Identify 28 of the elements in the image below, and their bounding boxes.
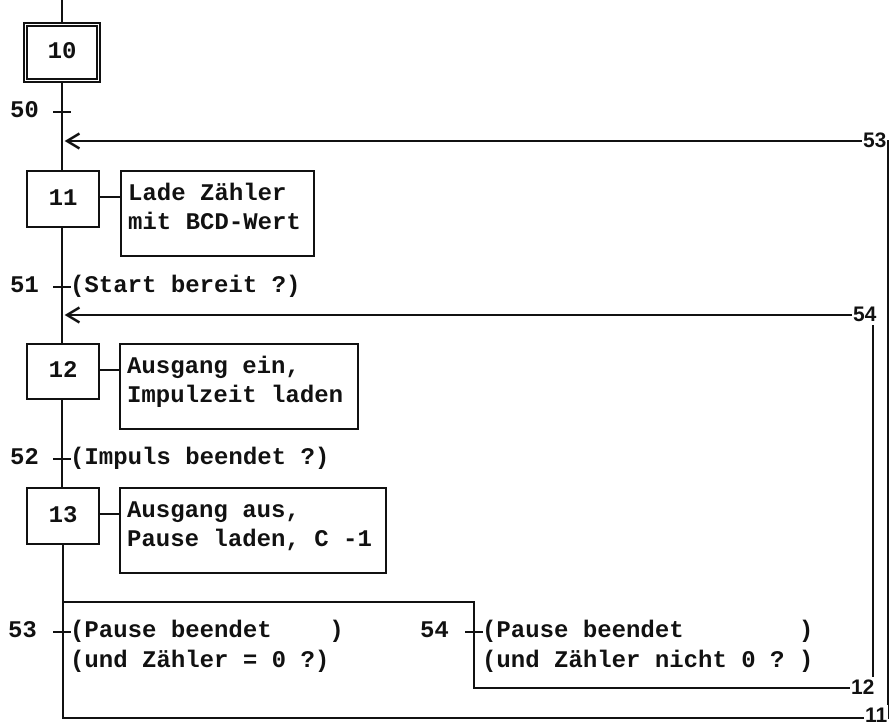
transition-number: 52 [10,447,39,471]
transition-condition: (Pause beendet ) [482,620,814,644]
transition-number: 53 [8,620,37,644]
transition-number: 54 [420,620,449,644]
jump-label: 54 [852,304,878,325]
step-box: 13 [26,487,100,545]
connector-line [100,369,119,371]
connector-line [100,513,119,515]
step-box: 12 [26,343,100,400]
connector-line [61,83,63,170]
connector-line [61,228,63,343]
action-box: Lade Zähler mit BCD-Wert [120,170,315,257]
initial-step-box: 10 [23,22,101,83]
step-box: 11 [26,170,100,228]
transition-condition: (und Zähler nicht 0 ? ) [482,650,814,674]
transition-condition: (Start bereit ?) [70,275,300,299]
transition-number: 51 [10,275,39,299]
transition-condition: (Impuls beendet ?) [70,447,330,471]
transition-condition: (und Zähler = 0 ?) [70,650,330,674]
transition-number: 50 [10,100,39,124]
transition-condition: (Pause beendet ) [70,620,344,644]
return-arrow [62,306,874,689]
connector-line [100,196,120,198]
action-box: Ausgang ein, Impulzeit laden [119,343,359,430]
return-arrow [62,132,889,719]
connector-line [61,400,63,487]
action-box: Ausgang aus, Pause laden, C -1 [119,487,387,574]
connector-line [61,0,63,22]
